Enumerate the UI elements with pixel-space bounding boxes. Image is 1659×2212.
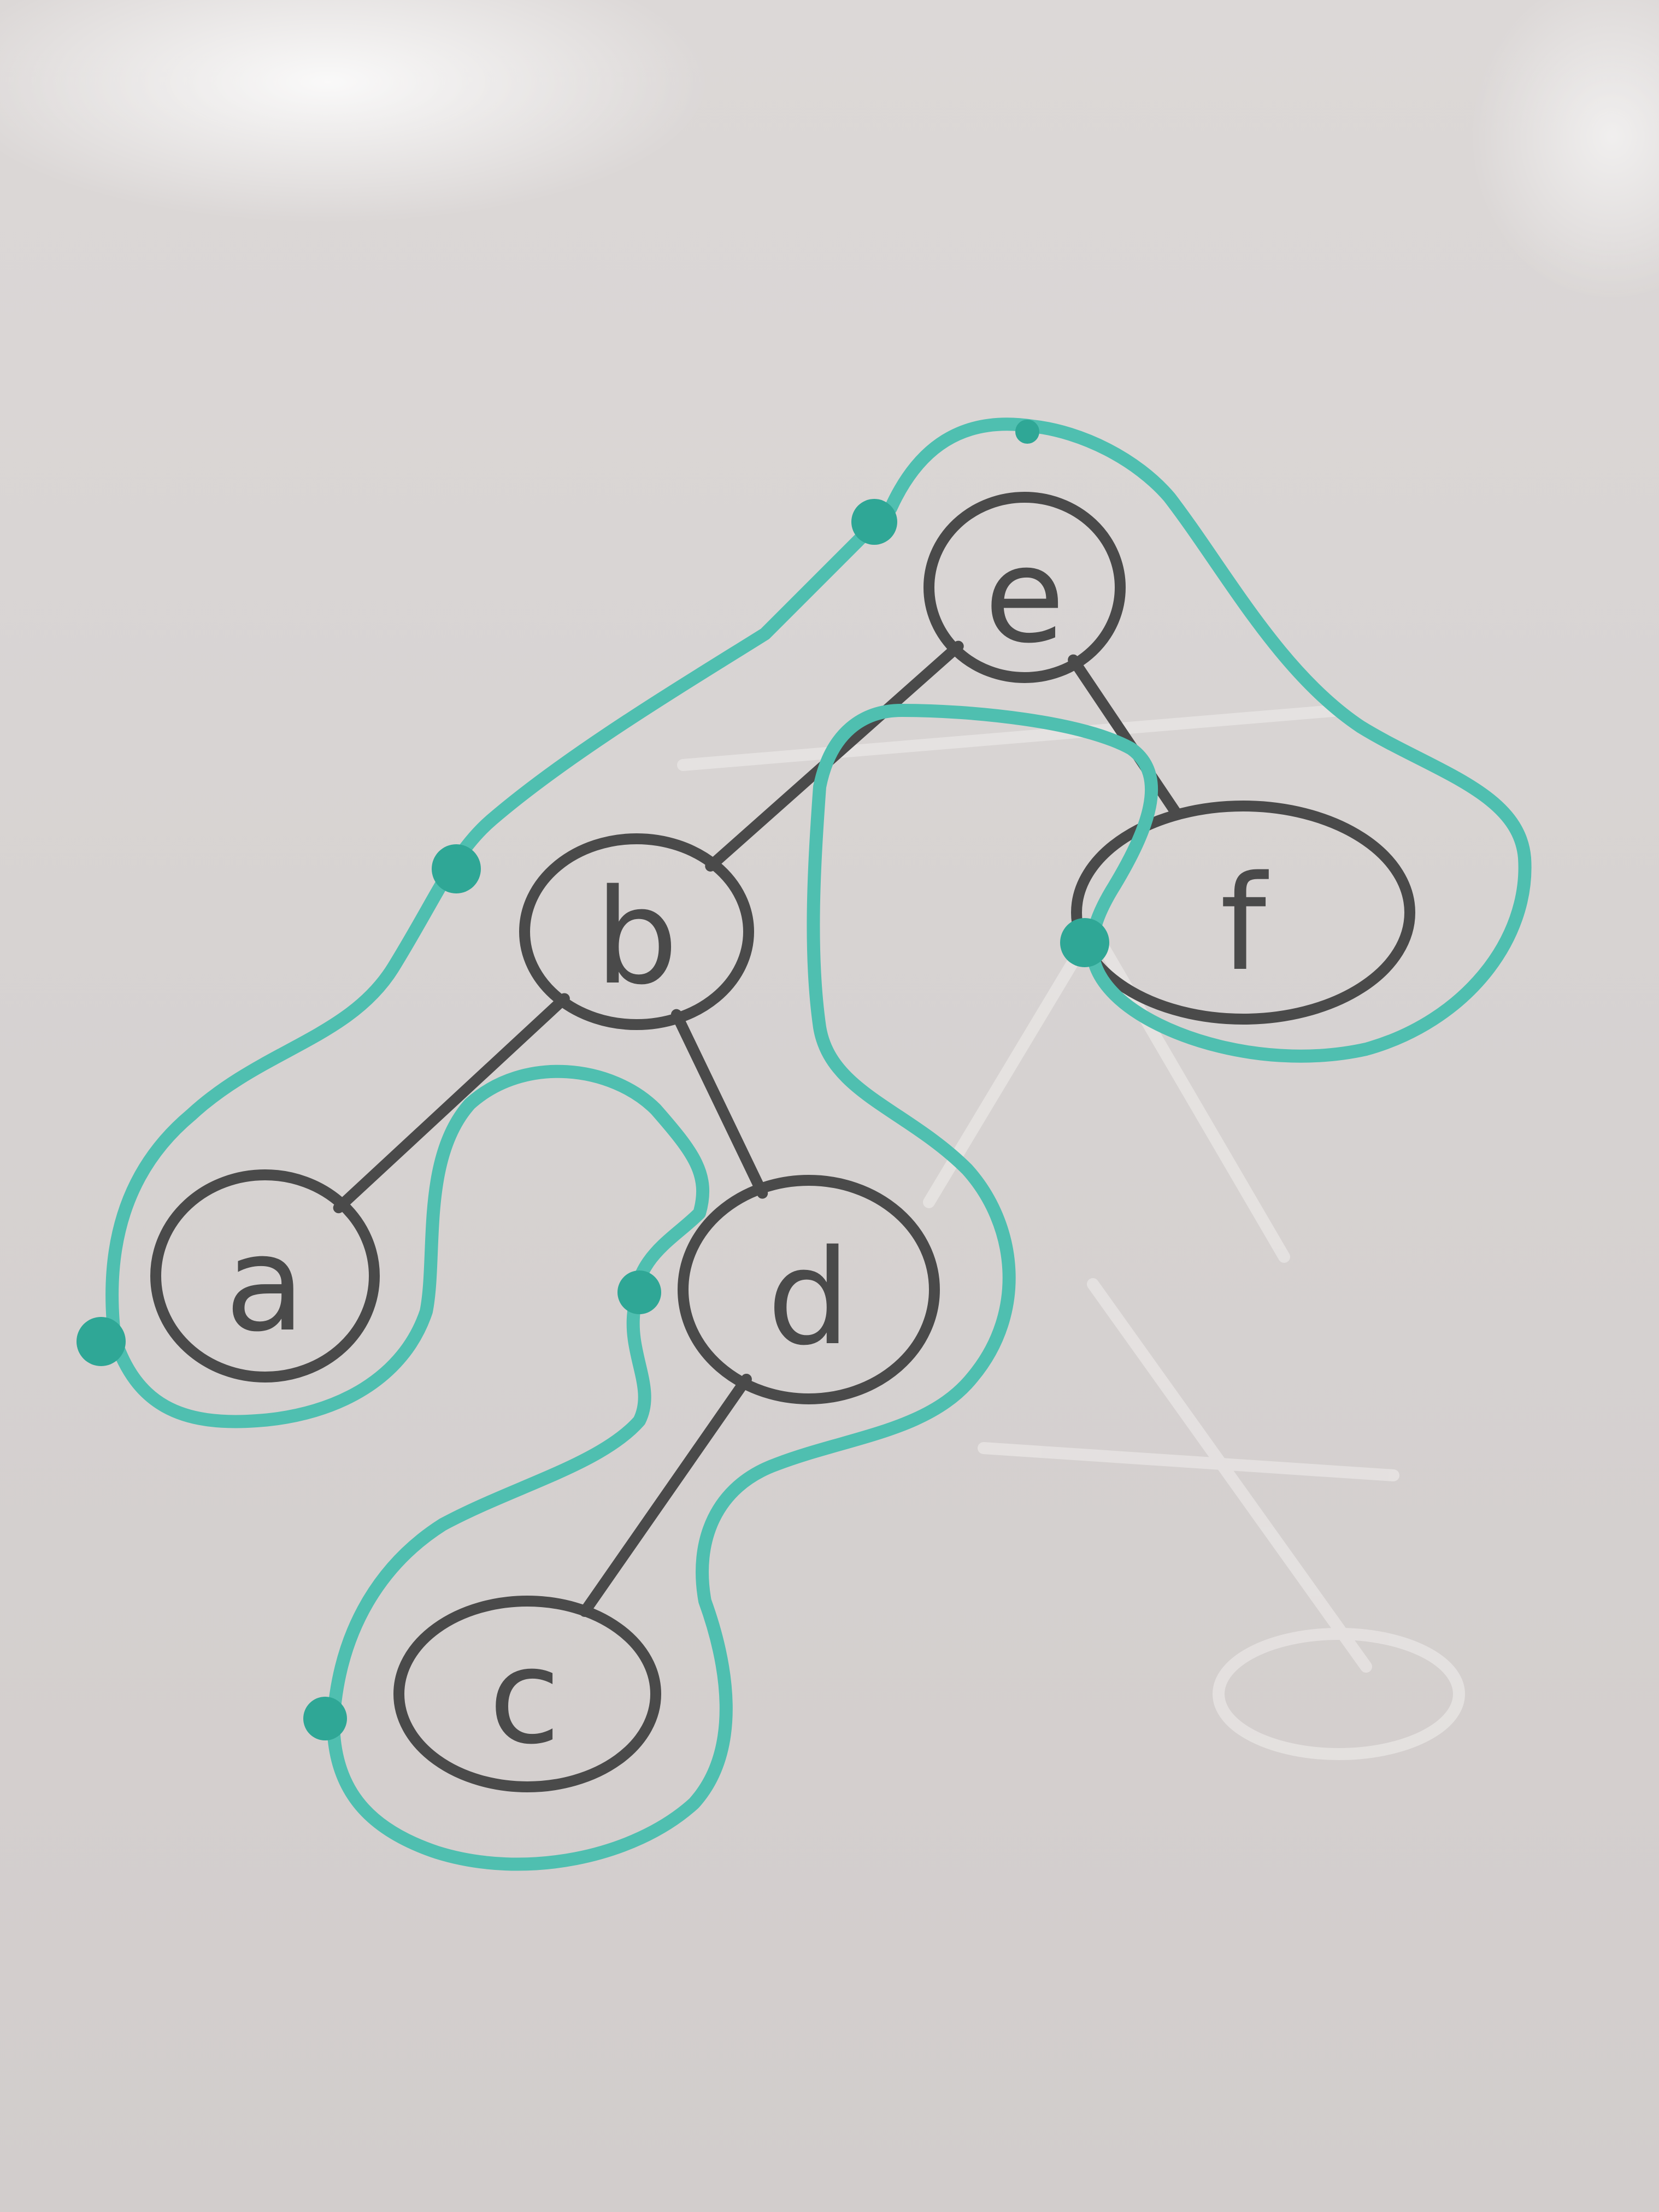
node-label-f: f bbox=[1220, 847, 1269, 1000]
board-glare bbox=[1470, 0, 1659, 301]
node-circle-d bbox=[678, 1175, 940, 1404]
edge-d-c bbox=[579, 1373, 752, 1617]
visit-markers bbox=[77, 420, 1109, 1740]
node-label-b: b bbox=[595, 861, 678, 1014]
visit-marker bbox=[1015, 420, 1039, 444]
node-circle-c bbox=[393, 1596, 661, 1792]
visit-marker bbox=[432, 844, 481, 893]
board-glare bbox=[0, 0, 710, 224]
tree-node-labels: e b f a d c bbox=[225, 519, 1269, 1773]
node-label-d: d bbox=[767, 1221, 850, 1374]
node-circle-a bbox=[150, 1169, 380, 1382]
tree-node-circles bbox=[150, 492, 1415, 1792]
node-label-e: e bbox=[984, 519, 1065, 672]
node-circle-f bbox=[1071, 801, 1415, 1025]
edge-e-f bbox=[1068, 654, 1181, 817]
node-circle-b bbox=[519, 833, 754, 1030]
visit-marker bbox=[617, 1270, 661, 1314]
visit-marker bbox=[77, 1317, 126, 1366]
traversal-contour bbox=[105, 417, 1532, 1871]
visit-marker bbox=[303, 1697, 347, 1740]
visit-marker bbox=[851, 499, 897, 545]
edge-b-d bbox=[670, 1009, 768, 1199]
node-circle-e bbox=[923, 492, 1126, 683]
edge-b-a bbox=[333, 993, 570, 1214]
node-label-a: a bbox=[225, 1208, 305, 1361]
visit-marker bbox=[1060, 918, 1109, 967]
node-label-c: c bbox=[489, 1620, 561, 1773]
